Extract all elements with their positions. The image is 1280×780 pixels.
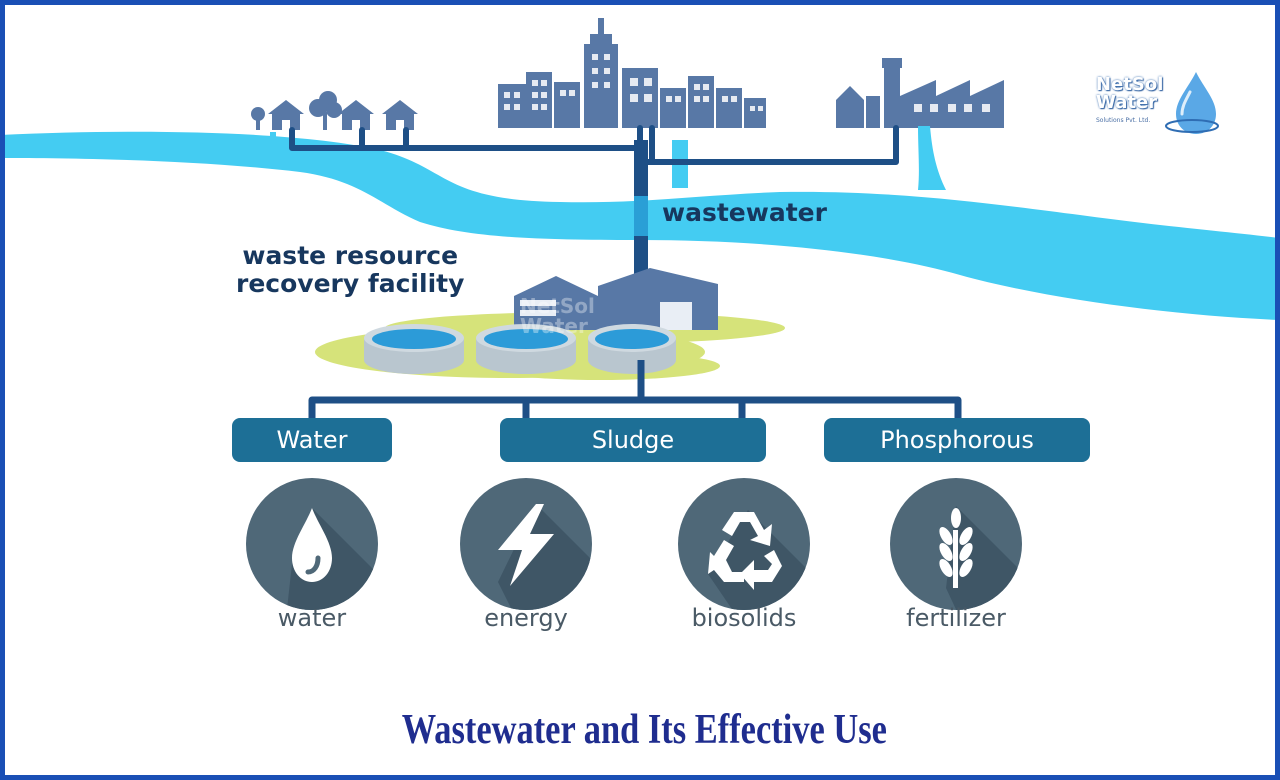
biosolids-product-circle <box>678 478 810 610</box>
energy-product-circle <box>460 478 592 610</box>
water-drop-icon <box>286 508 378 610</box>
fertilizer-product-circle <box>890 478 1022 610</box>
factory <box>836 58 1004 128</box>
product-label-biosolids: biosolids <box>691 604 797 632</box>
facility-label-line2: recovery facility <box>236 269 465 298</box>
frame-top <box>0 0 1280 5</box>
wheat-icon <box>939 506 1022 610</box>
distribution-pipes <box>308 360 962 420</box>
house-outflow <box>270 132 276 150</box>
frame-left <box>0 0 5 780</box>
netsol-water-logo: NetSol Water Solutions Pvt. Ltd. <box>1092 70 1222 140</box>
facility-buildings <box>514 268 718 330</box>
product-label-energy: energy <box>484 604 568 632</box>
facility-label: waste resource recovery facility <box>236 242 464 298</box>
logo-tagline: Solutions Pvt. Ltd. <box>1096 117 1151 124</box>
logo-line1: NetSol <box>1096 74 1164 95</box>
city-skyline <box>498 18 766 128</box>
wastewater-label: wastewater <box>662 198 827 227</box>
stream-label-phosphorous: Phosphorous <box>824 418 1090 462</box>
stream-label-sludge: Sludge <box>500 418 766 462</box>
collection-pipes <box>289 125 899 165</box>
stream-label-water: Water <box>232 418 392 462</box>
houses <box>251 91 418 130</box>
frame-right <box>1275 0 1280 780</box>
factory-outflow <box>918 126 946 190</box>
facility-label-line1: waste resource <box>242 241 459 270</box>
water-drop-logo-icon <box>1165 72 1219 134</box>
city-windows <box>504 54 763 111</box>
page-title: Wastewater and Its Effective Use <box>401 707 887 753</box>
water-product-circle <box>246 478 378 610</box>
frame-bottom <box>0 775 1280 780</box>
watermark-line2: Water <box>520 314 588 338</box>
factory-windows <box>914 104 990 112</box>
logo-line2: Water <box>1096 92 1158 113</box>
product-label-water: water <box>277 604 347 632</box>
watermark-line1: NetSol <box>520 294 595 318</box>
treatment-tanks <box>364 324 676 374</box>
lightning-bolt-icon <box>498 504 592 610</box>
watermark: NetSol Water <box>520 296 595 336</box>
main-pipe-river-segment <box>634 196 648 236</box>
recycle-icon <box>708 510 810 610</box>
product-label-fertilizer: fertilizer <box>906 604 1006 632</box>
